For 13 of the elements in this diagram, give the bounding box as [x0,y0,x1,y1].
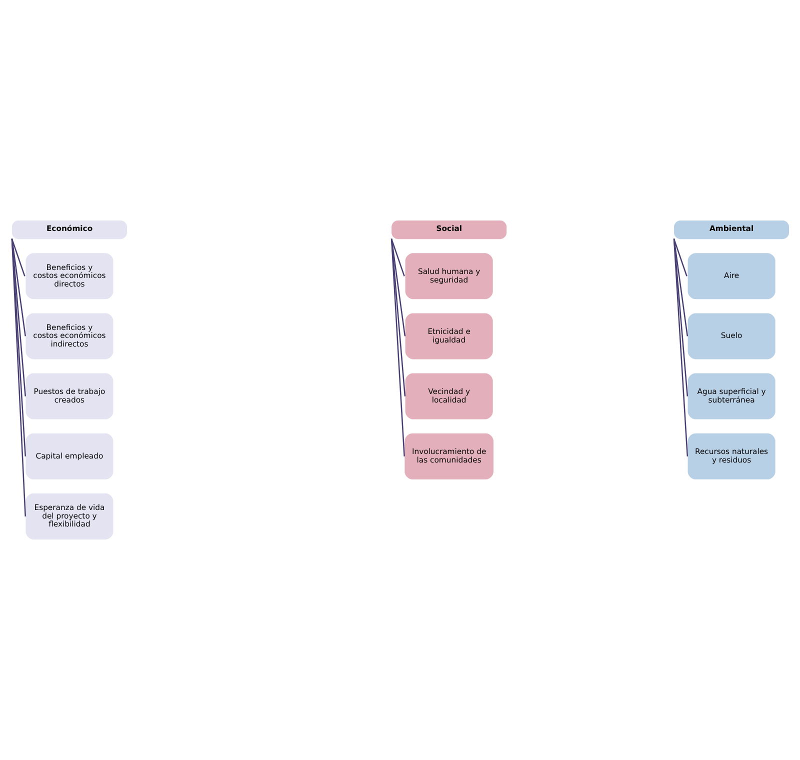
connector [672,238,687,276]
connector [390,238,406,396]
connector [10,238,26,456]
connector [672,238,688,396]
connector [672,238,688,456]
connector [10,238,26,396]
connector [390,238,406,336]
connector [10,238,25,276]
connector [390,238,404,456]
connector [390,238,404,276]
connector [10,238,26,336]
connector [10,238,26,516]
connector [672,238,688,336]
